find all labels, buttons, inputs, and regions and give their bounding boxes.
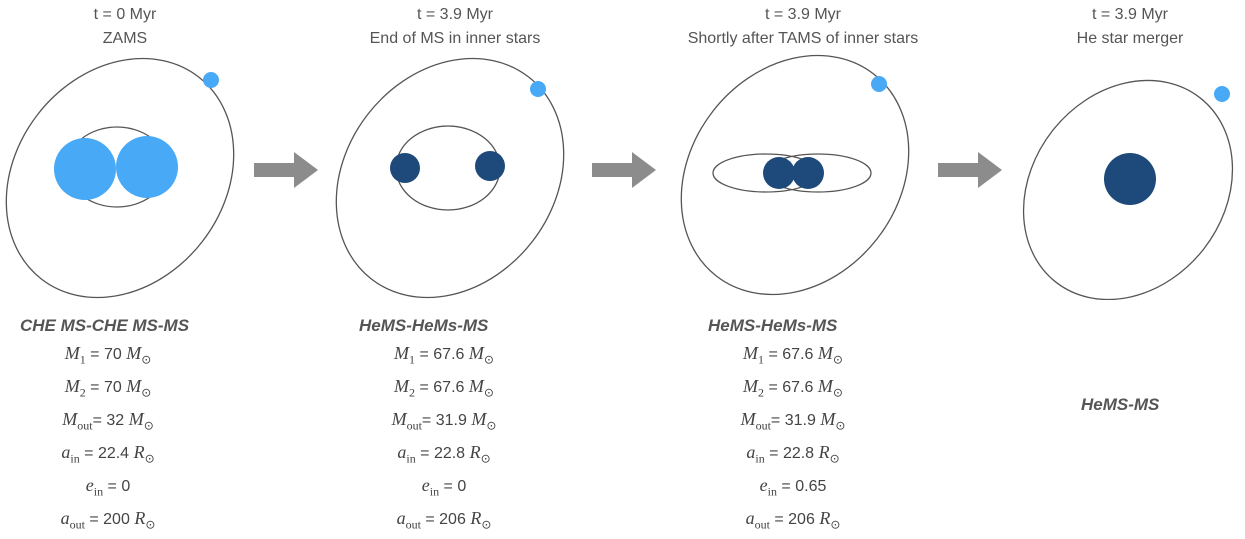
system-type: HeMS-MS <box>1081 395 1160 414</box>
m1-row: M1 = 67.6 M⊙ <box>394 343 494 367</box>
merged-he-star <box>1104 153 1156 205</box>
panel-end-of-ms: t = 3.9 Myr End of MS in inner stars HeM… <box>330 0 580 532</box>
ein-row: ein = 0 <box>85 475 131 499</box>
ein-row: ein = 0.65 <box>759 475 827 499</box>
arrow-right-icon <box>592 152 656 188</box>
ain-row: ain = 22.8 R⊙ <box>397 442 491 466</box>
inner-star-1 <box>54 138 116 200</box>
outer-orbit <box>680 54 910 296</box>
aout-row: aout = 206 R⊙ <box>745 508 841 533</box>
parameters: M1 = 67.6 M⊙ M2 = 67.6 M⊙ Mout= 31.9 M⊙ … <box>344 340 544 539</box>
inner-star-2 <box>116 136 178 198</box>
panel-time: t = 3.9 Myr <box>1091 6 1169 23</box>
arrow-right-icon <box>938 152 1002 188</box>
arrow-right-icon <box>254 152 318 188</box>
triple-system-diagram <box>335 57 565 299</box>
m2-row: M2 = 70 M⊙ <box>64 376 152 400</box>
m1-row: M1 = 70 M⊙ <box>64 343 152 367</box>
m2-row: M2 = 67.6 M⊙ <box>743 376 843 400</box>
inner-star-1 <box>390 153 420 183</box>
panel-label: Shortly after TAMS of inner stars <box>687 30 919 47</box>
system-type: HeMS-HeMs-MS <box>708 316 838 335</box>
inner-star-2 <box>792 157 824 189</box>
mout-row: Mout= 31.9 M⊙ <box>740 409 846 433</box>
panel-label: ZAMS <box>102 30 148 47</box>
system-type: HeMS-HeMs-MS <box>359 316 489 335</box>
inner-star-1 <box>763 157 795 189</box>
parameters: M1 = 67.6 M⊙ M2 = 67.6 M⊙ Mout= 31.9 M⊙ … <box>693 340 893 539</box>
triple-system-diagram <box>680 54 910 296</box>
mout-row: Mout= 31.9 M⊙ <box>391 409 497 433</box>
outer-orbit <box>1022 79 1234 300</box>
panel-he-star-merger: t = 3.9 Myr He star merger HeMS-MS <box>1015 0 1245 493</box>
outer-star <box>871 76 887 92</box>
panel-zams: t = 0 Myr ZAMS CHE MS-CHE MS-MS M1 = 70 … <box>0 0 250 532</box>
outer-star <box>530 81 546 97</box>
aout-row: aout = 206 R⊙ <box>396 508 492 533</box>
binary-system-diagram <box>1022 79 1234 300</box>
inner-star-2 <box>475 151 505 181</box>
panel-label: End of MS in inner stars <box>369 30 541 47</box>
outer-orbit <box>335 57 565 299</box>
triple-system-diagram <box>5 57 235 299</box>
ain-row: ain = 22.8 R⊙ <box>746 442 840 466</box>
panel-label: He star merger <box>1076 30 1184 47</box>
aout-row: aout = 200 R⊙ <box>60 508 156 533</box>
ein-row: ein = 0 <box>421 475 467 499</box>
m1-row: M1 = 67.6 M⊙ <box>743 343 843 367</box>
panel-time: t = 3.9 Myr <box>416 6 494 23</box>
panel-after-tams: t = 3.9 Myr Shortly after TAMS of inner … <box>668 0 938 532</box>
ain-row: ain = 22.4 R⊙ <box>61 442 155 466</box>
panel-time: t = 0 Myr <box>93 6 157 23</box>
system-type: CHE MS-CHE MS-MS <box>20 316 190 335</box>
outer-orbit <box>5 57 235 299</box>
m2-row: M2 = 67.6 M⊙ <box>394 376 494 400</box>
outer-star <box>1214 86 1230 102</box>
outer-star <box>203 72 219 88</box>
panel-time: t = 3.9 Myr <box>764 6 842 23</box>
parameters: M1 = 70 M⊙ M2 = 70 M⊙ Mout= 32 M⊙ ain = … <box>8 340 208 539</box>
mout-row: Mout= 32 M⊙ <box>62 409 154 433</box>
